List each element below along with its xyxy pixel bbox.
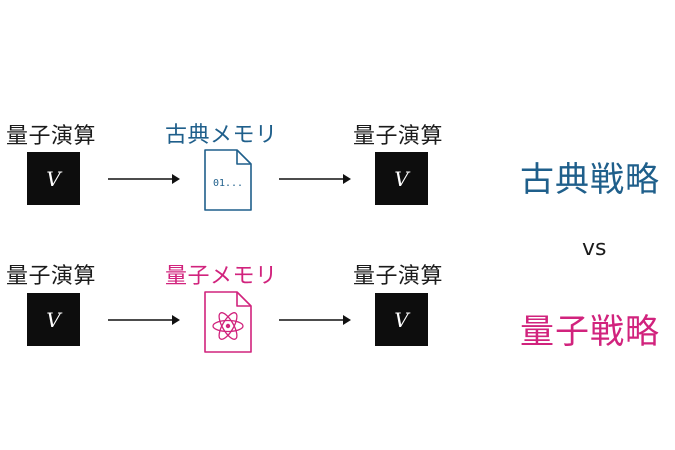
- document-icon: 01...: [204, 149, 252, 211]
- row1-left-op-label: 量子演算: [6, 124, 97, 149]
- atom-icon: [212, 312, 244, 340]
- row2-right-operator-symbol: V: [394, 307, 409, 332]
- row1-left-operator-symbol: V: [46, 166, 61, 191]
- row2-left-op-label: 量子演算: [6, 264, 97, 289]
- row1-left-operator-box: V: [27, 152, 80, 205]
- row1-arrow-1: [108, 174, 180, 184]
- row1-right-op-label: 量子演算: [353, 124, 444, 149]
- row1-right-operator-symbol: V: [394, 166, 409, 191]
- row2-arrow-2: [279, 315, 351, 325]
- row2-left-operator-box: V: [27, 293, 80, 346]
- quantum-strategy-label: 量子戦略: [520, 312, 660, 352]
- row2-arrow-1: [108, 315, 180, 325]
- row2-left-operator-symbol: V: [46, 307, 61, 332]
- row1-arrow-2: [279, 174, 351, 184]
- quantum-memory-title: 量子メモリ: [165, 264, 278, 289]
- row2-right-op-label: 量子演算: [353, 264, 444, 289]
- quantum-document-icon: [204, 291, 252, 353]
- classical-memory-title: 古典メモリ: [165, 123, 278, 148]
- row2-right-operator-box: V: [375, 293, 428, 346]
- memory-bits-text: 01...: [213, 178, 243, 189]
- vs-label: vs: [582, 236, 607, 261]
- row1-right-operator-box: V: [375, 152, 428, 205]
- classical-strategy-label: 古典戦略: [520, 160, 660, 200]
